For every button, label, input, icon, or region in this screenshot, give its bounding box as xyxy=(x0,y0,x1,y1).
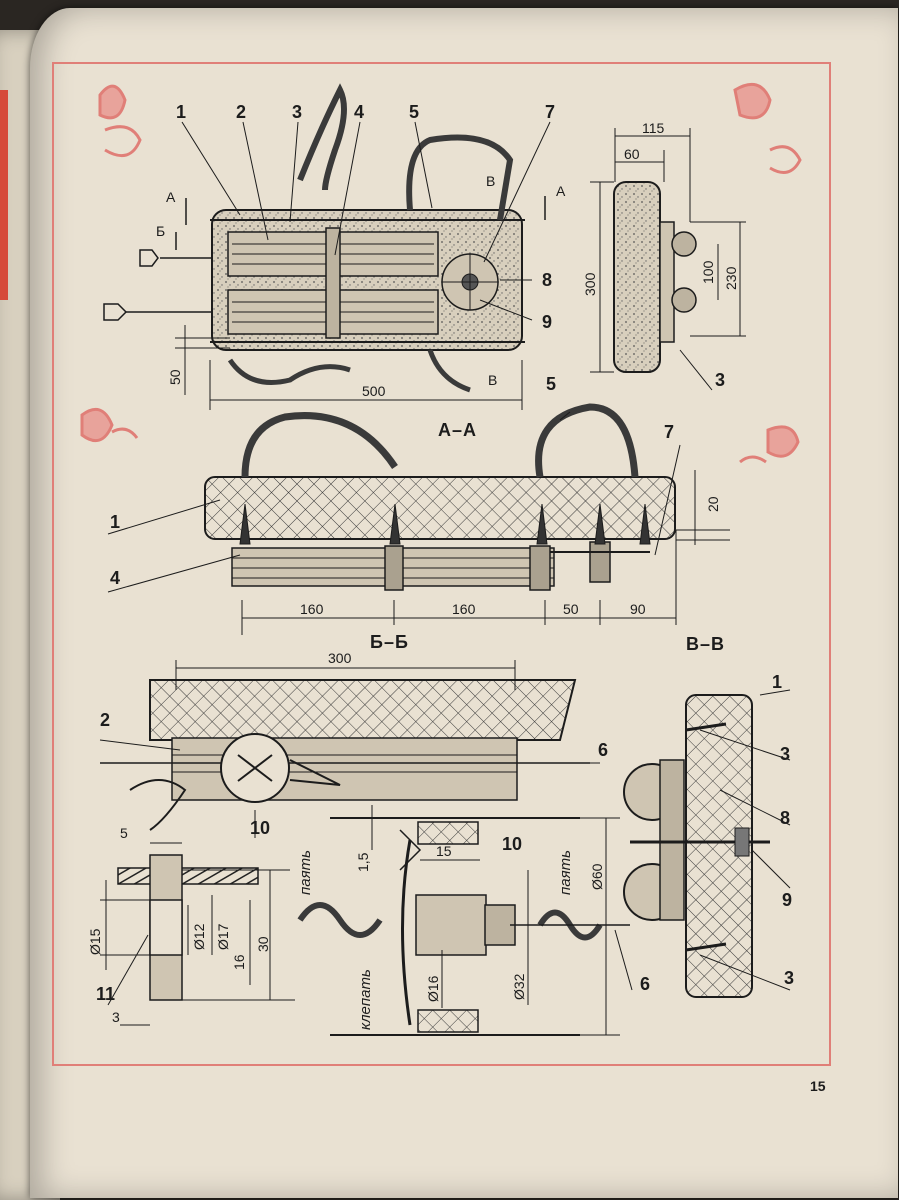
dimension-label: 5 xyxy=(120,825,128,841)
part-number: 7 xyxy=(664,422,674,442)
dimension-label: 1,5 xyxy=(355,852,371,872)
section-vv xyxy=(623,689,791,998)
note-solder-right: паять xyxy=(557,850,574,895)
part-number: 8 xyxy=(542,270,552,290)
detail-10 xyxy=(297,805,633,1036)
dimension-label: 500 xyxy=(362,383,386,399)
part-number: 3 xyxy=(292,102,302,122)
part-number: 10 xyxy=(502,834,522,854)
part-number: 3 xyxy=(780,744,790,764)
part-number: 1 xyxy=(110,512,120,532)
side-ornament-left xyxy=(80,407,139,443)
dimension-label: Ø60 xyxy=(589,863,605,890)
cut-letter: А xyxy=(556,183,566,199)
detail-11 xyxy=(100,842,295,1026)
cut-letter: В xyxy=(488,372,497,388)
part-number: 3 xyxy=(784,968,794,988)
dimension-label: Ø16 xyxy=(425,975,441,1002)
dimension-label: Ø17 xyxy=(215,923,231,950)
note-solder-left: паять xyxy=(297,850,314,895)
corner-ornament-top-right xyxy=(733,82,802,174)
cut-letters: А А Б В В xyxy=(156,173,566,388)
section-title-aa: А–А xyxy=(438,420,477,440)
dimension-label: 90 xyxy=(630,601,646,617)
dimension-labels: 500 50 115 60 300 100 230 160 160 50 90 … xyxy=(87,120,739,1025)
part-number: 5 xyxy=(546,374,556,394)
side-view xyxy=(590,128,746,391)
part-number: 6 xyxy=(640,974,650,994)
part-number: 1 xyxy=(176,102,186,122)
dimension-label: 3 xyxy=(112,1009,120,1025)
dimension-label: 16 xyxy=(231,954,247,970)
part-number: 2 xyxy=(236,102,246,122)
page-number: 15 xyxy=(810,1078,826,1094)
dimension-label: 300 xyxy=(582,272,598,296)
dimension-label: 30 xyxy=(255,936,271,952)
decorative-frame xyxy=(52,62,831,1066)
section-aa xyxy=(107,403,730,635)
dimension-label: 230 xyxy=(723,266,739,290)
dimension-label: 160 xyxy=(452,601,476,617)
dimension-label: 160 xyxy=(300,601,324,617)
part-number: 1 xyxy=(772,672,782,692)
dimension-label: 300 xyxy=(328,650,352,666)
dimension-label: 50 xyxy=(563,601,579,617)
part-number: 11 xyxy=(96,984,115,1004)
part-numbers: 1 2 3 4 5 7 8 9 3 5 7 1 4 2 6 10 1 3 8 9… xyxy=(96,102,794,1004)
part-number: 10 xyxy=(250,818,270,838)
section-title-vv: В–В xyxy=(686,634,725,654)
dimension-label: Ø12 xyxy=(191,923,207,950)
part-number: 4 xyxy=(110,568,120,588)
part-number: 6 xyxy=(598,740,608,760)
side-ornament-right xyxy=(739,425,800,464)
part-number: 5 xyxy=(409,102,419,122)
cut-letter: В xyxy=(486,173,495,189)
part-number: 9 xyxy=(542,312,552,332)
part-number: 2 xyxy=(100,710,110,730)
dimension-label: 15 xyxy=(436,843,452,859)
cut-letter: Б xyxy=(156,223,165,239)
dimension-label: 100 xyxy=(700,260,716,284)
part-number: 4 xyxy=(354,102,364,122)
part-number: 8 xyxy=(780,808,790,828)
section-titles: А–А Б–Б В–В xyxy=(370,420,725,654)
note-rivet: клепать xyxy=(357,969,374,1030)
section-bb xyxy=(99,660,600,838)
dimension-label: Ø15 xyxy=(87,928,103,955)
facing-page-red-strip xyxy=(0,90,8,300)
process-notes: паять паять клепать xyxy=(297,850,574,1030)
dimension-label: 50 xyxy=(167,369,183,385)
top-view xyxy=(103,83,551,410)
part-number: 9 xyxy=(782,890,792,910)
dimension-label: 60 xyxy=(624,146,640,162)
corner-ornament-top-left xyxy=(98,84,142,158)
section-title-bb: Б–Б xyxy=(370,632,409,652)
dimension-label: 115 xyxy=(642,120,665,136)
part-number: 3 xyxy=(715,370,725,390)
part-number: 7 xyxy=(545,102,555,122)
cut-letter: А xyxy=(166,189,176,205)
dimension-label: Ø32 xyxy=(511,973,527,1000)
dimension-label: 20 xyxy=(705,496,721,512)
